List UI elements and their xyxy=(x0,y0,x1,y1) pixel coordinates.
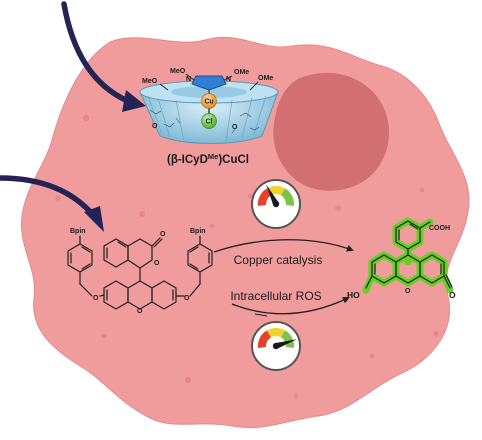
uptake-arrow-top xyxy=(61,1,133,105)
methoxy-right-1: OMe xyxy=(234,69,249,76)
ring-oxygen-label: O xyxy=(232,124,238,131)
lactone-oxygen: O xyxy=(154,260,160,267)
nucleus xyxy=(273,72,390,191)
methoxy-left-2: MeO xyxy=(170,68,186,75)
carboxylic-acid-label: COOH xyxy=(429,225,450,232)
uptake-arrow-left xyxy=(0,175,97,219)
ether-right-o: O xyxy=(184,295,190,302)
ros-pathway-arrow xyxy=(231,296,350,315)
uptake-arrow-top-head xyxy=(122,90,146,112)
ketone-oxygen-label: O xyxy=(449,290,456,300)
copper-catalysis-label: Copper catalysis xyxy=(234,253,323,267)
cyclodextrin-complex: O O N N MeO MeO OMe OMe Cu Cl xyxy=(139,68,279,144)
intracellular-ros-label: Intracellular ROS xyxy=(230,289,321,303)
nhc-nitrogen-left: N xyxy=(186,76,191,83)
product-xanthene-oxygen: O xyxy=(405,288,411,295)
ring-oxygen-label-2: O xyxy=(152,123,158,130)
vesicles xyxy=(55,114,439,399)
bpin-right-label: Bpin xyxy=(190,228,206,235)
speedometer-icon xyxy=(266,184,279,206)
copper-pathway-arrow xyxy=(213,239,354,253)
bpin-left-label: Bpin xyxy=(70,228,86,235)
chlorine-atom xyxy=(201,113,217,129)
methoxy-right-2: OMe xyxy=(258,75,273,82)
ether-left-o: O xyxy=(93,295,99,302)
nhc-ring xyxy=(191,75,227,91)
uptake-arrow-left-head xyxy=(84,206,104,232)
copper-label: Cu xyxy=(204,99,213,106)
speedometer-bottom xyxy=(251,321,301,371)
xanthene-oxygen: O xyxy=(137,308,143,315)
boronate-probe: Bpin O O O O O Bpin xyxy=(67,228,213,315)
nhc-nitrogen-right: N xyxy=(226,76,231,83)
speedometer-top xyxy=(251,179,301,229)
methoxy-left-1: MeO xyxy=(142,78,158,85)
complex-name-label: (β-ICyDMe)CuCl xyxy=(167,152,249,166)
chlorine-label: Cl xyxy=(206,119,213,126)
speedometer-icon xyxy=(275,339,297,349)
carbonyl-oxygen: O xyxy=(160,231,166,238)
hydroxyl-label: HO xyxy=(347,290,360,300)
fluorescein-product: COOH O HO O xyxy=(347,217,456,300)
